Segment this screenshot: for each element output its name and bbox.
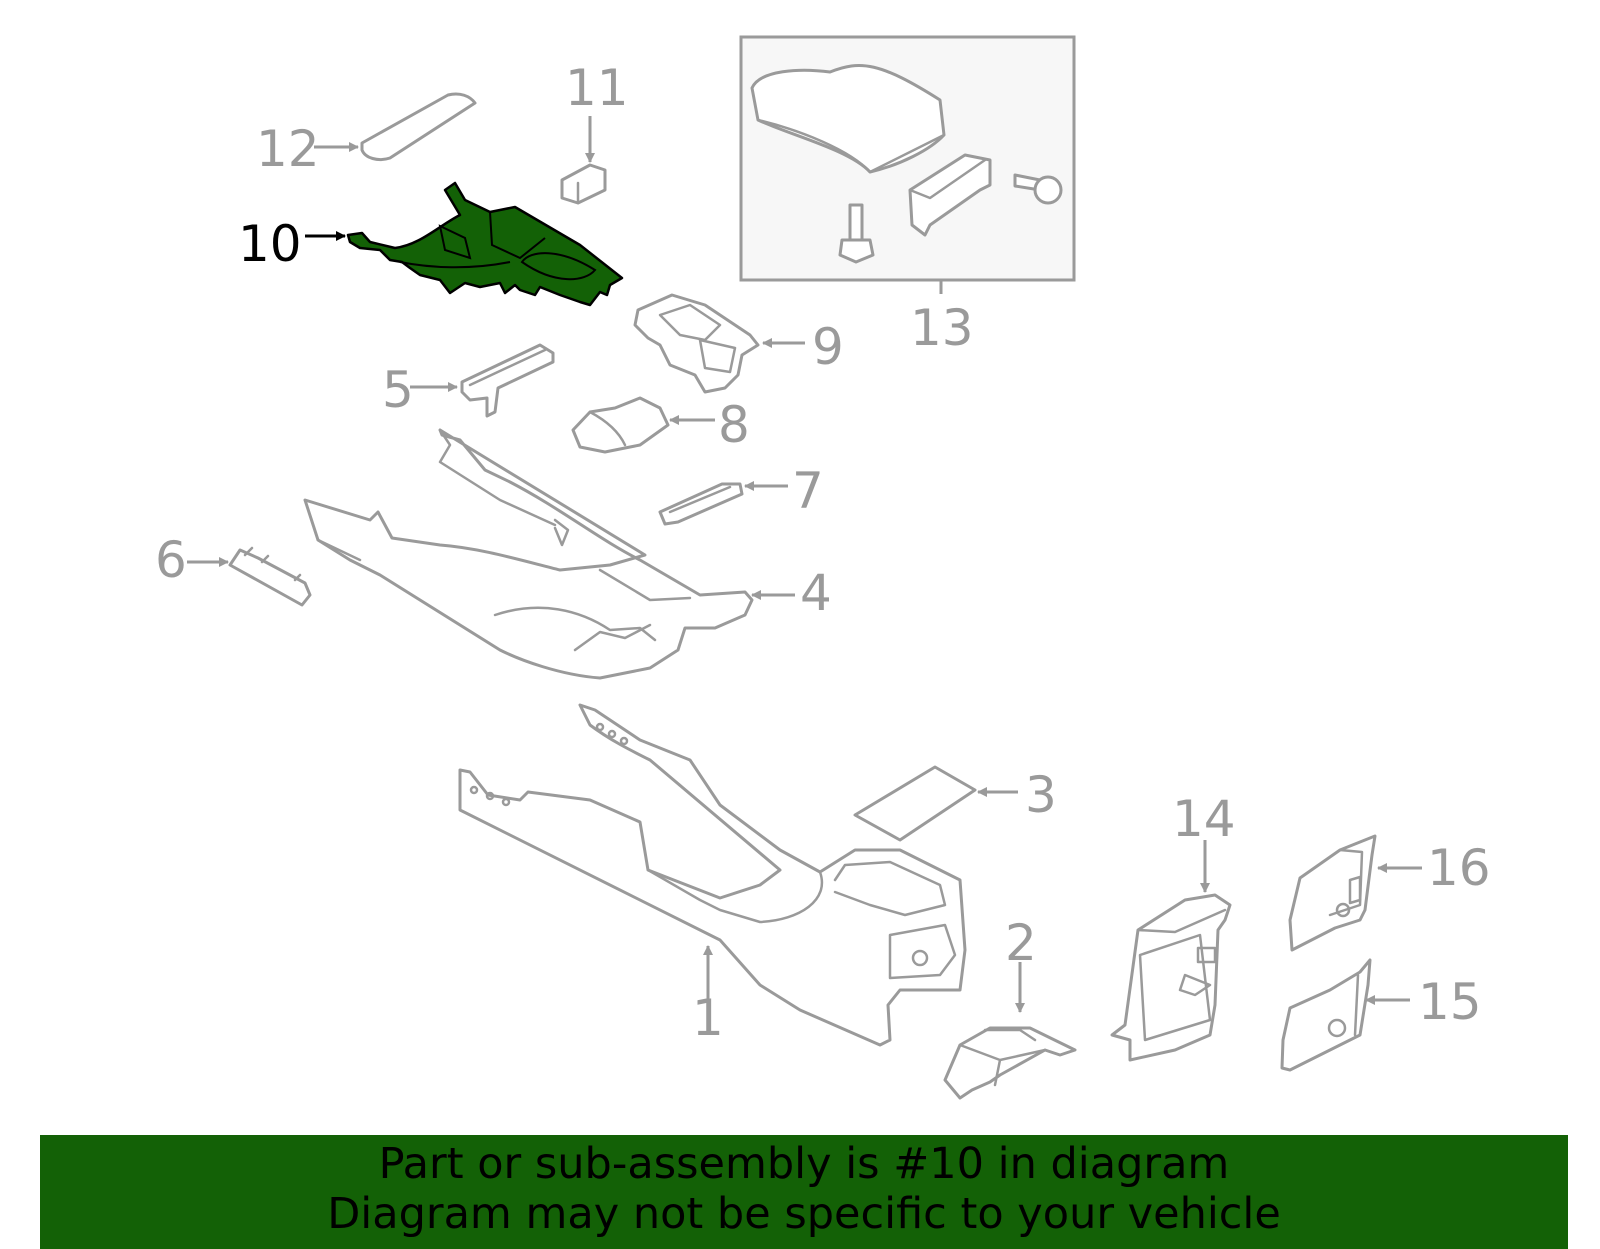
banner-line-1: Part or sub-assembly is #10 in diagram xyxy=(378,1139,1230,1189)
callout-5[interactable]: 5 xyxy=(382,361,414,419)
callout-16[interactable]: 16 xyxy=(1427,839,1491,897)
part-5[interactable]: 5 xyxy=(382,343,555,419)
part-12[interactable]: 12 xyxy=(256,92,477,178)
part-7[interactable]: 7 xyxy=(658,462,824,526)
callout-7[interactable]: 7 xyxy=(792,462,824,520)
callout-11[interactable]: 11 xyxy=(565,59,629,117)
callout-15[interactable]: 15 xyxy=(1418,973,1482,1031)
callout-14[interactable]: 14 xyxy=(1172,790,1236,848)
callout-1[interactable]: 1 xyxy=(692,989,724,1047)
part-8[interactable]: 8 xyxy=(571,396,750,454)
part-3[interactable]: 3 xyxy=(853,765,1057,842)
callout-10[interactable]: 10 xyxy=(238,215,302,273)
info-banner: Part or sub-assembly is #10 in diagram D… xyxy=(40,1135,1568,1249)
part-2[interactable]: 2 xyxy=(943,914,1077,1100)
part-13-kit[interactable]: 13 xyxy=(739,35,1076,357)
callout-6[interactable]: 6 xyxy=(155,531,187,589)
callout-13[interactable]: 13 xyxy=(910,299,974,357)
part-14[interactable]: 14 xyxy=(1110,790,1236,1062)
part-6[interactable]: 6 xyxy=(155,531,312,607)
callout-4[interactable]: 4 xyxy=(800,564,832,622)
callout-3[interactable]: 3 xyxy=(1025,766,1057,824)
part-10-highlighted[interactable]: 10 xyxy=(238,181,624,307)
part-1[interactable]: 1 xyxy=(458,703,967,1047)
callout-12[interactable]: 12 xyxy=(256,120,320,178)
part-4[interactable]: 4 xyxy=(303,428,832,680)
part-15[interactable]: 15 xyxy=(1280,958,1482,1072)
callout-8[interactable]: 8 xyxy=(718,396,750,454)
part-11[interactable]: 11 xyxy=(560,59,629,205)
banner-line-2: Diagram may not be specific to your vehi… xyxy=(327,1189,1281,1239)
callout-2[interactable]: 2 xyxy=(1005,914,1037,972)
callout-9[interactable]: 9 xyxy=(812,318,844,376)
part-16[interactable]: 16 xyxy=(1288,834,1491,952)
part-9[interactable]: 9 xyxy=(633,293,844,394)
